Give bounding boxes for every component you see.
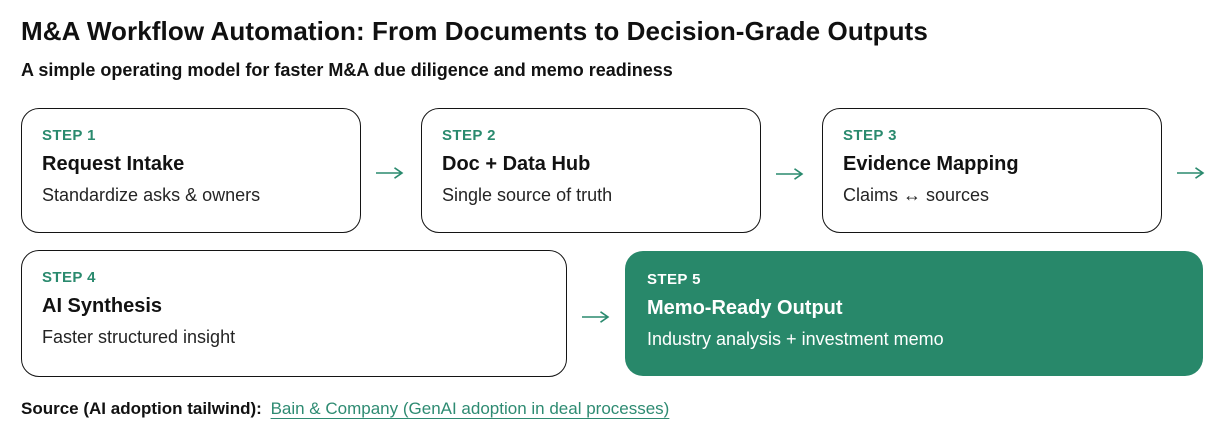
step-card-2: STEP 2 Doc + Data Hub Single source of t… [421,108,761,233]
step-title: AI Synthesis [42,295,163,317]
flow-arrow-icon [376,167,404,179]
step-card-1: STEP 1 Request Intake Standardize asks &… [21,108,361,233]
source-link[interactable]: Bain & Company (GenAI adoption in deal p… [270,399,670,418]
page-title: M&A Workflow Automation: From Documents … [21,16,928,46]
step-card-3: STEP 3 Evidence Mapping Claims ↔ sources [822,108,1162,233]
step-number-label: STEP 1 [42,127,96,144]
flow-arrow-icon [582,311,610,323]
step-card-5-highlighted: STEP 5 Memo-Ready Output Industry analys… [625,251,1203,376]
step-title: Memo-Ready Output [647,297,843,319]
step-title: Doc + Data Hub [442,153,591,175]
step-number-label: STEP 3 [843,127,897,144]
flow-arrow-icon [776,168,804,180]
step-number-label: STEP 4 [42,269,96,286]
step-description: Faster structured insight [42,327,236,347]
source-label: Source (AI adoption tailwind): [21,399,262,418]
step-number-label: STEP 2 [442,127,496,144]
step-description: Standardize asks & owners [42,185,261,205]
flow-arrow-icon [1177,167,1205,179]
step-card-4: STEP 4 AI Synthesis Faster structured in… [21,250,567,377]
step-description: Claims ↔ sources [843,185,990,205]
step-description: Industry analysis + investment memo [647,329,944,349]
step-number-label: STEP 5 [647,271,701,288]
step-description: Single source of truth [442,185,613,205]
step-title: Request Intake [42,153,185,175]
step-title: Evidence Mapping [843,153,1019,175]
page-subtitle: A simple operating model for faster M&A … [21,60,673,80]
source-line: Source (AI adoption tailwind): Bain & Co… [21,399,669,419]
